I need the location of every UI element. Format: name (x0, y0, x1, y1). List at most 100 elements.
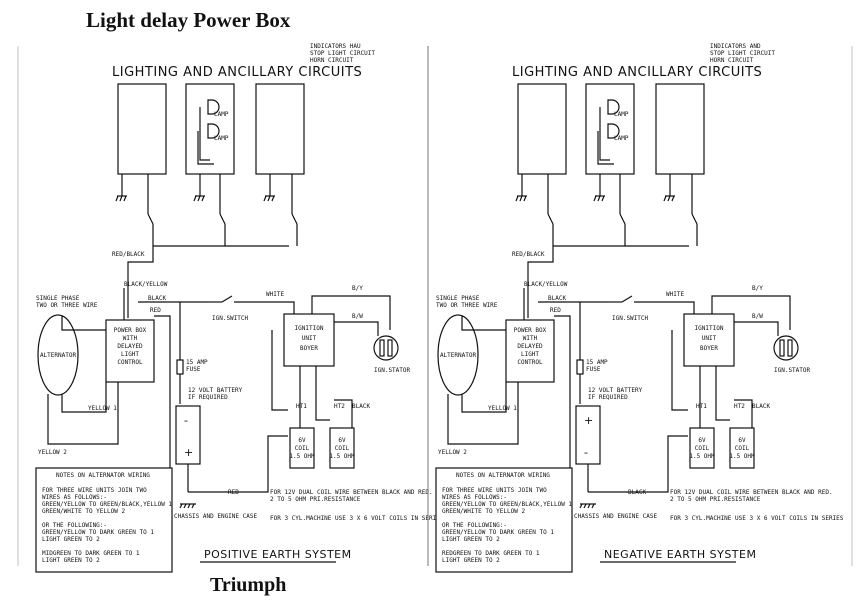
battery-label: 12 VOLT BATTERY (588, 387, 643, 394)
notes-text: FOR THREE WIRE UNITS JOIN TWO (442, 487, 547, 494)
switch-symbol (691, 213, 698, 225)
lighting-panel (117, 83, 167, 175)
side-note: STOP LIGHT CIRCUIT (710, 50, 775, 57)
ancillary-panel (255, 83, 305, 175)
coil-note: FOR 12V DUAL COIL WIRE BETWEEN BLACK AND… (270, 489, 433, 496)
system-label: POSITIVE EARTH SYSTEM (204, 548, 352, 561)
coil-note: 2 TO 5 OHM PRI.RESISTANCE (670, 496, 761, 503)
alternator-icon (437, 314, 479, 396)
ignition-label: IGNITION (695, 325, 724, 332)
lamp-wire (199, 107, 210, 161)
lamp-label: LAMP (614, 135, 629, 142)
notes-box (35, 467, 173, 573)
footer-title: Triumph (210, 574, 287, 596)
ign-wire (271, 330, 288, 411)
coil-label: COIL (335, 445, 350, 452)
battery-icon (575, 405, 601, 465)
coil-note: FOR 12V DUAL COIL WIRE BETWEEN BLACK AND… (670, 489, 833, 496)
power-box-label: DELAYED (517, 343, 543, 350)
lamp-icon (607, 123, 620, 139)
notes-text: LIGHT GREEN TO 2 (42, 536, 100, 543)
coil-box (729, 427, 755, 469)
wire-label-red-black: RED/BLACK (512, 251, 545, 258)
fuse-label: FUSE (586, 366, 601, 373)
coil-box (289, 427, 315, 469)
notes-text: LIGHT GREEN TO 2 (442, 557, 500, 564)
battery-label: IF REQUIRED (188, 394, 228, 401)
battery-label: 12 VOLT BATTERY (188, 387, 243, 394)
lamp-wire (197, 131, 214, 165)
stator-wire (734, 321, 779, 336)
stator-icon (373, 335, 399, 361)
stator-label: IGN.STATOR (374, 367, 411, 374)
ground-symbol (515, 195, 527, 202)
lamp-wire (597, 131, 614, 165)
ignition-label: BOYER (300, 345, 318, 352)
lamp-icon (207, 99, 220, 115)
battery-terminal: + (584, 414, 594, 427)
notes-title: NOTES ON ALTERNATOR WIRING (456, 472, 550, 479)
lamp-panel (185, 83, 235, 175)
notes-text: OR THE FOLLOWING:- (42, 522, 107, 529)
ign-switch-icon[interactable] (221, 295, 233, 303)
wire-label-black-yellow: BLACK/YELLOW (524, 281, 568, 288)
lamp-label: LAMP (214, 135, 229, 142)
ht-wire (315, 366, 330, 421)
red-wire (154, 315, 171, 500)
alternator-wire (61, 316, 106, 331)
power-box-label: LIGHT (121, 351, 139, 358)
chassis-label: CHASSIS AND ENGINE CASE (574, 513, 657, 520)
red-black-wire (527, 246, 554, 318)
page-title: Light delay Power Box (86, 8, 291, 32)
wire-label-white: WHITE (266, 291, 284, 298)
ancillary-panel (655, 83, 705, 175)
ign-wire (234, 301, 295, 314)
coil-label: 6V (698, 437, 706, 444)
ground-symbol (193, 195, 205, 202)
switch-symbol (219, 213, 226, 225)
ht1-label: HT1 (696, 403, 707, 410)
power-box-label: WITH (523, 335, 538, 342)
wire-label-yellow2: YELLOW 2 (438, 449, 467, 456)
ignition-unit (683, 313, 735, 367)
alternator-wire (461, 316, 506, 331)
notes-text: LIGHT GREEN TO 2 (442, 536, 500, 543)
wiring-diagram-negative: LIGHTING AND ANCILLARY CIRCUITSINDICATOR… (435, 43, 844, 573)
coil-label: 6V (738, 437, 746, 444)
wire-label-black-yellow: BLACK/YELLOW (124, 281, 168, 288)
wire-label-yellow1: YELLOW 1 (88, 405, 117, 412)
battery-label: IF REQUIRED (588, 394, 628, 401)
coil-box (329, 427, 355, 469)
stator-icon (773, 335, 799, 361)
notes-text: REDGREEN TO DARK GREEN TO 1 (442, 550, 540, 557)
ign-wire (671, 330, 688, 411)
ign-switch-icon[interactable] (621, 295, 633, 303)
notes-text: GREEN/YELLOW TO GREEN/BLACK,YELLOW 1 (42, 501, 172, 508)
yellow2-wire (47, 382, 119, 445)
switch-symbol (547, 213, 554, 225)
coil-label: 1.5 OHM (729, 453, 755, 460)
wire-label-yellow1: YELLOW 1 (488, 405, 517, 412)
lighting-panel (517, 83, 567, 175)
wire-label-by: B/Y (752, 285, 763, 292)
wire-label-black2: BLACK (752, 403, 770, 410)
ignition-label: UNIT (702, 335, 717, 342)
ht-wire (715, 366, 730, 421)
ign-switch-label: IGN.SWITCH (612, 315, 649, 322)
notes-text: OR THE FOLLOWING:- (442, 522, 507, 529)
coil-label: 6V (298, 437, 306, 444)
ground-symbol (263, 195, 275, 202)
battery-icon (175, 405, 201, 465)
wire-label-white: WHITE (666, 291, 684, 298)
diagram-header: LIGHTING AND ANCILLARY CIRCUITS (112, 65, 362, 80)
wire-label-bw: B/W (752, 313, 763, 320)
power-box-label: CONTROL (517, 359, 543, 366)
side-note: HORN CIRCUIT (710, 57, 754, 64)
chassis-label: CHASSIS AND ENGINE CASE (174, 513, 257, 520)
alternator-icon (37, 314, 79, 396)
side-note: INDICATORS AND (710, 43, 761, 50)
system-label: NEGATIVE EARTH SYSTEM (604, 548, 756, 561)
power-box-label: CONTROL (117, 359, 143, 366)
ignition-label: BOYER (700, 345, 718, 352)
